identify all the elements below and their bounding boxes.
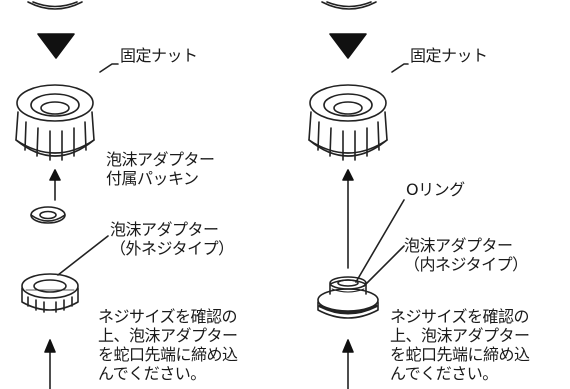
down-arrow-left (37, 33, 75, 59)
adapter-internal-right (317, 276, 379, 319)
leader-oring-right (355, 199, 405, 283)
leader-adapter-left (57, 235, 109, 276)
leader-nut-right (391, 63, 409, 73)
fixing-nut-left (15, 84, 95, 161)
adapter-external-left (21, 273, 79, 313)
nut-label-left: 固定ナット (120, 46, 198, 65)
leader-nut-left (99, 63, 119, 73)
oring-label-right: Oリング (406, 180, 465, 199)
gasket-left (30, 206, 66, 224)
leader-adapter-right (363, 245, 405, 287)
faucet-ring-left (27, 1, 83, 10)
adapter-label-right: 泡沫アダプター （内ネジタイプ） (404, 236, 528, 274)
fixing-nut-right (308, 84, 388, 161)
faucet-ring-right (321, 1, 377, 10)
gasket-label-left: 泡沫アダプター 付属パッキン (106, 150, 215, 188)
adapter-label-left: 泡沫アダプター （外ネジタイプ） (110, 220, 234, 258)
down-arrow-right (329, 33, 367, 59)
instruction-right: ネジサイズを確認の 上、泡沫アダプター を蛇口先端に締め込 んでください。 (390, 307, 530, 383)
instruction-left: ネジサイズを確認の 上、泡沫アダプター を蛇口先端に締め込 んでください。 (98, 307, 238, 383)
nut-label-right: 固定ナット (410, 46, 488, 65)
